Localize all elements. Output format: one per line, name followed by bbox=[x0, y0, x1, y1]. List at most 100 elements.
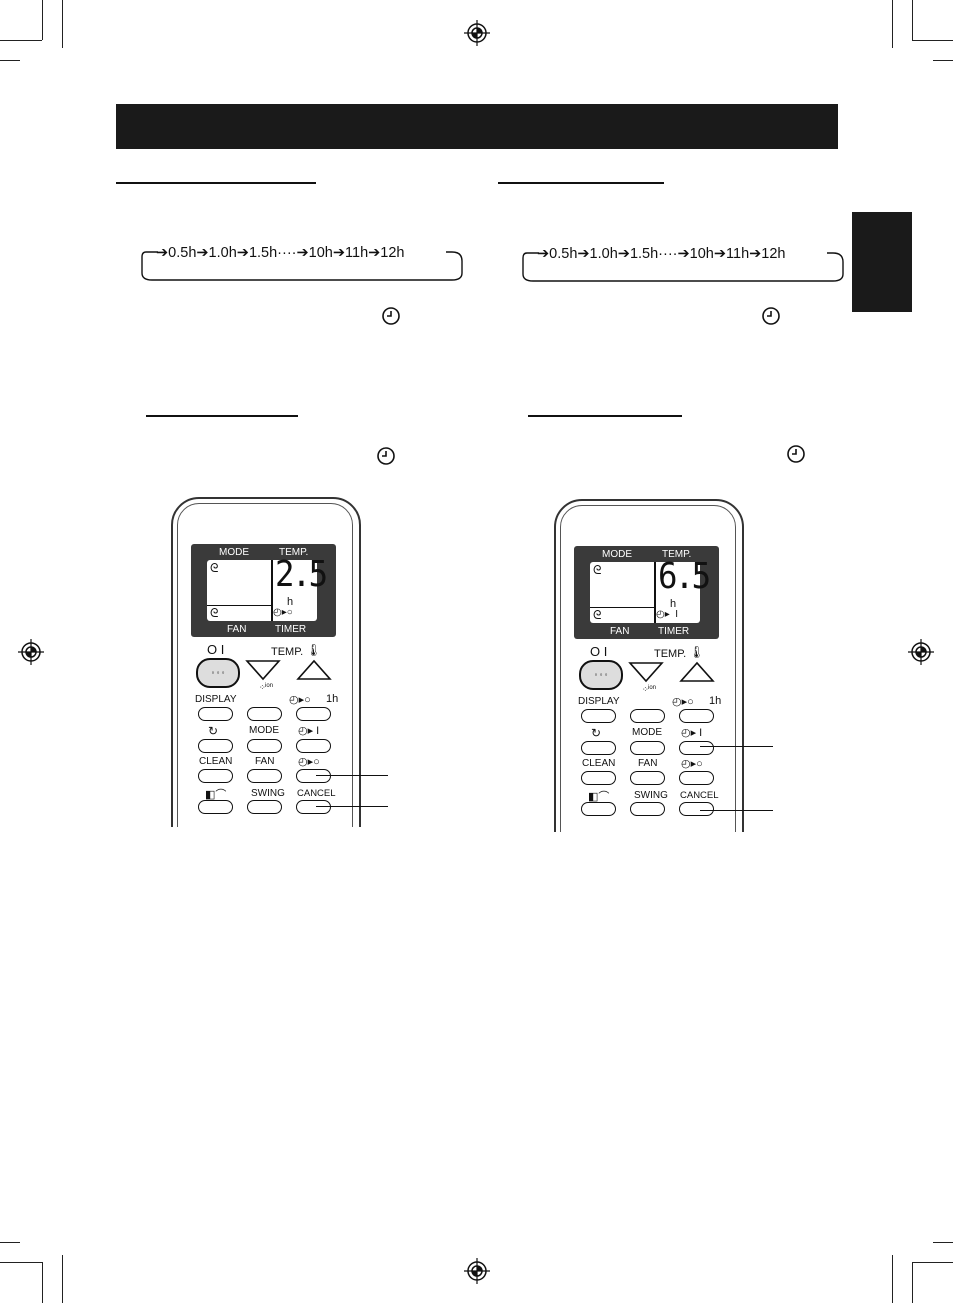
swing-button[interactable] bbox=[247, 800, 282, 814]
fan-button-label: FAN bbox=[638, 758, 658, 769]
registration-mark-icon bbox=[464, 20, 490, 46]
timer-off-button[interactable] bbox=[296, 769, 331, 783]
clean-label: CLEAN bbox=[199, 756, 233, 767]
clean-button[interactable] bbox=[581, 771, 616, 785]
temp-down-button[interactable] bbox=[628, 661, 664, 683]
step-label: 12h bbox=[380, 245, 405, 261]
temp-up-button[interactable] bbox=[296, 659, 332, 681]
arrow-right-icon: ➔ bbox=[296, 245, 309, 261]
lcd-hour-unit: h bbox=[287, 596, 294, 608]
lcd-value: 2.5 bbox=[275, 554, 328, 595]
clock-icon bbox=[762, 307, 780, 325]
timer-sequence-left: ➔0.5h ➔1.0h ➔1.5h ···· ➔10h ➔11h ➔12h bbox=[140, 243, 464, 283]
crop-mark bbox=[42, 0, 43, 40]
crop-mark bbox=[0, 40, 42, 41]
temp-down-button[interactable] bbox=[245, 659, 281, 681]
display-button[interactable] bbox=[198, 707, 233, 721]
lcd-hour-unit: h bbox=[670, 598, 677, 610]
timer-off-1h-button[interactable] bbox=[296, 707, 331, 721]
arrow-right-icon: ➔ bbox=[677, 246, 690, 262]
timer-on-button[interactable] bbox=[679, 741, 714, 755]
timer-off-icon: ◴▸○ bbox=[672, 696, 694, 708]
crop-mark bbox=[0, 60, 20, 61]
display-button[interactable] bbox=[581, 709, 616, 723]
crop-mark bbox=[42, 1262, 43, 1303]
chapter-side-tab bbox=[852, 212, 912, 312]
sleep-button[interactable] bbox=[198, 739, 233, 753]
clean-button[interactable] bbox=[198, 769, 233, 783]
step-label: 0.5h bbox=[168, 245, 197, 261]
ion-button[interactable] bbox=[630, 709, 665, 723]
timer-off-icon: ◴▸○ bbox=[681, 758, 703, 770]
power-button[interactable]: ◦ ◦ ◦ bbox=[579, 660, 623, 690]
lcd-fan-label: FAN bbox=[227, 624, 247, 635]
step-label: 10h bbox=[308, 245, 333, 261]
arrow-right-icon: ➔ bbox=[713, 246, 727, 262]
mode-button[interactable] bbox=[247, 739, 282, 753]
timer-on-icon: ◴▸ I bbox=[681, 727, 703, 739]
step-label: 12h bbox=[761, 246, 786, 262]
timer-on-button[interactable] bbox=[296, 739, 331, 753]
mode-button[interactable] bbox=[630, 741, 665, 755]
fan-swirl-icon: ᘓ bbox=[210, 561, 219, 575]
remote-control-right: MODE TEMP. ᘓ ᘓ 6.5 h ◴▸ I FAN TIMER O I … bbox=[554, 499, 744, 832]
crop-mark bbox=[933, 1242, 953, 1243]
registration-mark-icon bbox=[464, 1258, 490, 1284]
timer-off-icon: ◴▸○ bbox=[273, 607, 293, 618]
arrow-right-icon: ➔ bbox=[332, 245, 346, 261]
sequence-steps: ➔0.5h ➔1.0h ➔1.5h ···· ➔10h ➔11h ➔12h bbox=[537, 244, 786, 264]
thermometer-icon: 🌡 bbox=[689, 645, 705, 659]
timer-off-icon: ◴▸○ bbox=[298, 756, 320, 768]
timer-off-1h-button[interactable] bbox=[679, 709, 714, 723]
ion-label: ion bbox=[265, 683, 274, 689]
clock-icon bbox=[382, 307, 400, 325]
light-button[interactable] bbox=[198, 800, 233, 814]
cancel-label: CANCEL bbox=[680, 790, 719, 801]
light-icon: ◧⌒ bbox=[588, 791, 610, 803]
step-label: 11h bbox=[345, 245, 369, 261]
heading-underline bbox=[498, 182, 664, 184]
arrow-right-icon: ➔ bbox=[537, 246, 550, 262]
sleep-button[interactable] bbox=[581, 741, 616, 755]
arrow-right-icon: ➔ bbox=[577, 246, 590, 262]
mode-button-label: MODE bbox=[249, 725, 279, 736]
step-label: 1.5h bbox=[248, 245, 278, 261]
callout-line bbox=[316, 775, 388, 776]
remote-control-left: MODE TEMP. ᘓ ᘓ 2.5 h ◴▸○ FAN TIMER O I ◦… bbox=[171, 497, 361, 827]
arrow-right-icon: ➔ bbox=[236, 245, 249, 261]
power-label: O I bbox=[207, 642, 225, 657]
power-label: O I bbox=[590, 644, 608, 659]
cancel-button[interactable] bbox=[296, 800, 331, 814]
swing-button[interactable] bbox=[630, 802, 665, 816]
arrow-right-icon: ➔ bbox=[196, 245, 209, 261]
lcd-mode-label: MODE bbox=[219, 547, 249, 558]
ion-button[interactable] bbox=[247, 707, 282, 721]
display-label: DISPLAY bbox=[578, 696, 620, 707]
crop-mark bbox=[912, 40, 953, 41]
step-label: 11h bbox=[726, 246, 750, 262]
clean-label: CLEAN bbox=[582, 758, 616, 769]
crop-mark bbox=[912, 1262, 913, 1303]
crop-mark bbox=[0, 1242, 20, 1243]
temp-up-button[interactable] bbox=[679, 661, 715, 683]
arrow-right-icon: ➔ bbox=[156, 245, 169, 261]
light-icon: ◧⌒ bbox=[205, 789, 227, 801]
light-button[interactable] bbox=[581, 802, 616, 816]
crop-mark bbox=[0, 1262, 42, 1263]
fan-swirl-icon: ᘓ bbox=[593, 563, 602, 577]
fan-swirl-icon: ᘓ bbox=[593, 608, 602, 622]
timer-off-button[interactable] bbox=[679, 771, 714, 785]
cancel-button[interactable] bbox=[679, 802, 714, 816]
section-header-bar bbox=[116, 104, 838, 149]
heading-underline bbox=[116, 182, 316, 184]
lcd-mode-label: MODE bbox=[602, 549, 632, 560]
arrow-right-icon: ➔ bbox=[617, 246, 630, 262]
timer-off-icon: ◴▸○ bbox=[289, 694, 311, 706]
sequence-ellipsis: ···· bbox=[277, 245, 297, 261]
power-button[interactable]: ◦ ◦ ◦ bbox=[196, 658, 240, 688]
fan-button[interactable] bbox=[630, 771, 665, 785]
mode-button-label: MODE bbox=[632, 727, 662, 738]
fan-button[interactable] bbox=[247, 769, 282, 783]
registration-mark-icon bbox=[18, 639, 44, 665]
sequence-steps: ➔0.5h ➔1.0h ➔1.5h ···· ➔10h ➔11h ➔12h bbox=[156, 243, 405, 263]
